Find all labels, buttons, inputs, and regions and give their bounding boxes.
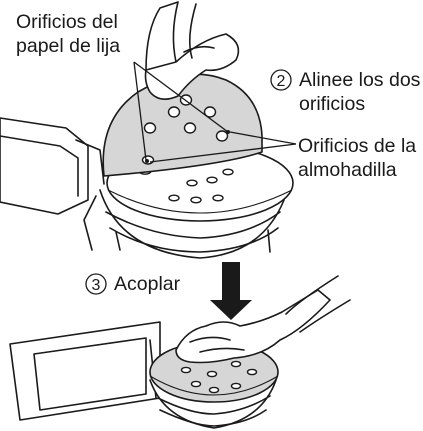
- pad-holes-label-line2: almohadilla: [298, 159, 397, 181]
- pad-hole: [213, 195, 223, 201]
- pad-hole: [207, 177, 217, 183]
- sandpaper-hole: [232, 361, 241, 366]
- sandpaper-hole: [182, 367, 191, 372]
- step2-label-line1: Alinee los dos: [299, 69, 421, 91]
- step2-marker: 2: [271, 70, 291, 90]
- lower-dust-lid: [10, 322, 160, 420]
- sandpaper-hole: [208, 371, 217, 376]
- pad-holes-label-line1: Orificios de la: [298, 135, 416, 157]
- sandpaper-hole: [145, 123, 156, 133]
- lower-illustration: 3 Acoplar: [10, 262, 350, 428]
- pad-hole: [191, 197, 201, 203]
- svg-text:2: 2: [277, 73, 286, 90]
- sandpaper-holes-label-line1: Orificios del: [16, 11, 118, 33]
- sandpaper-hole: [185, 123, 196, 133]
- sandpaper-hole: [210, 387, 219, 392]
- step3-marker: 3: [86, 274, 106, 294]
- step2-label-line2: orificios: [299, 93, 365, 115]
- step3-label: Acoplar: [114, 273, 181, 295]
- pad-hole: [169, 195, 179, 201]
- lower-hand: [176, 276, 350, 363]
- sandpaper-hole: [217, 131, 228, 141]
- pad-hole: [187, 180, 197, 186]
- sandpaper-hole: [169, 107, 180, 117]
- sandpaper-hole: [192, 381, 201, 386]
- down-arrow-icon: [210, 262, 252, 320]
- upper-illustration: Orificios del papel de lija 2 Alinee los…: [0, 2, 421, 258]
- svg-text:3: 3: [92, 277, 101, 294]
- pad-hole: [223, 169, 233, 175]
- upper-dust-lid: [0, 118, 104, 214]
- sandpaper-holes-label-line2: papel de lija: [16, 35, 120, 57]
- sandpaper-hole: [248, 369, 257, 374]
- sandpaper-hole: [232, 383, 241, 388]
